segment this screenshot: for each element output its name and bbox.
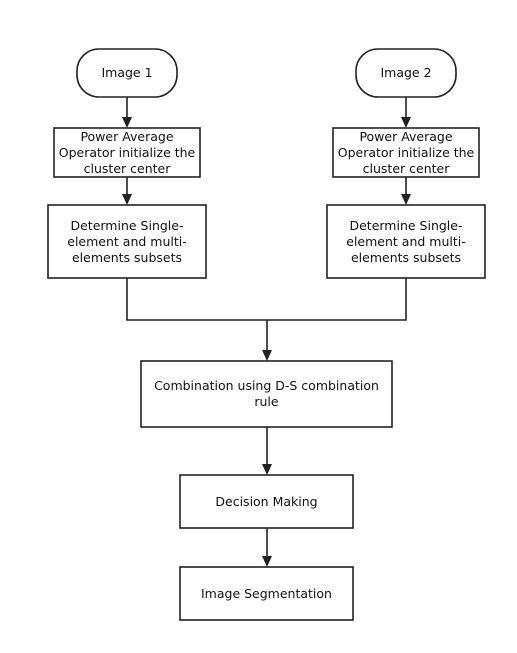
node-determine-left-shape: [47, 204, 207, 279]
node-determine-right-label: Determine Single-element and multi-eleme…: [346, 217, 466, 265]
node-segmentation-shape: [179, 566, 354, 621]
node-image1-label: Image 1: [101, 65, 153, 80]
arrowhead-segmentation: [262, 556, 272, 567]
node-segmentation-label: Image Segmentation: [201, 585, 332, 601]
node-combination-label: Combination using D-S combination rule: [154, 378, 379, 409]
arrowhead-power-right: [401, 117, 411, 128]
node-decision-label: Decision Making: [215, 493, 318, 509]
node-image2-label: Image 2: [380, 65, 432, 80]
arrowhead-combination: [262, 350, 272, 361]
arrowhead-determine-left: [122, 194, 132, 205]
node-combination-shape: [140, 360, 393, 428]
node-power-left-label: Power Average Operator initialize the cl…: [58, 128, 196, 176]
node-decision-shape: [179, 474, 354, 529]
arrowhead-determine-right: [401, 194, 411, 205]
node-power-right-label: Power Average Operator initialize the cl…: [337, 128, 475, 176]
connector-merge-branches: [126, 278, 407, 321]
arrowhead-power-left: [122, 117, 132, 128]
node-determine-left-label: Determine Single-element and multi-eleme…: [67, 217, 187, 265]
arrowhead-decision: [262, 464, 272, 475]
node-power-right-shape: [332, 127, 480, 178]
